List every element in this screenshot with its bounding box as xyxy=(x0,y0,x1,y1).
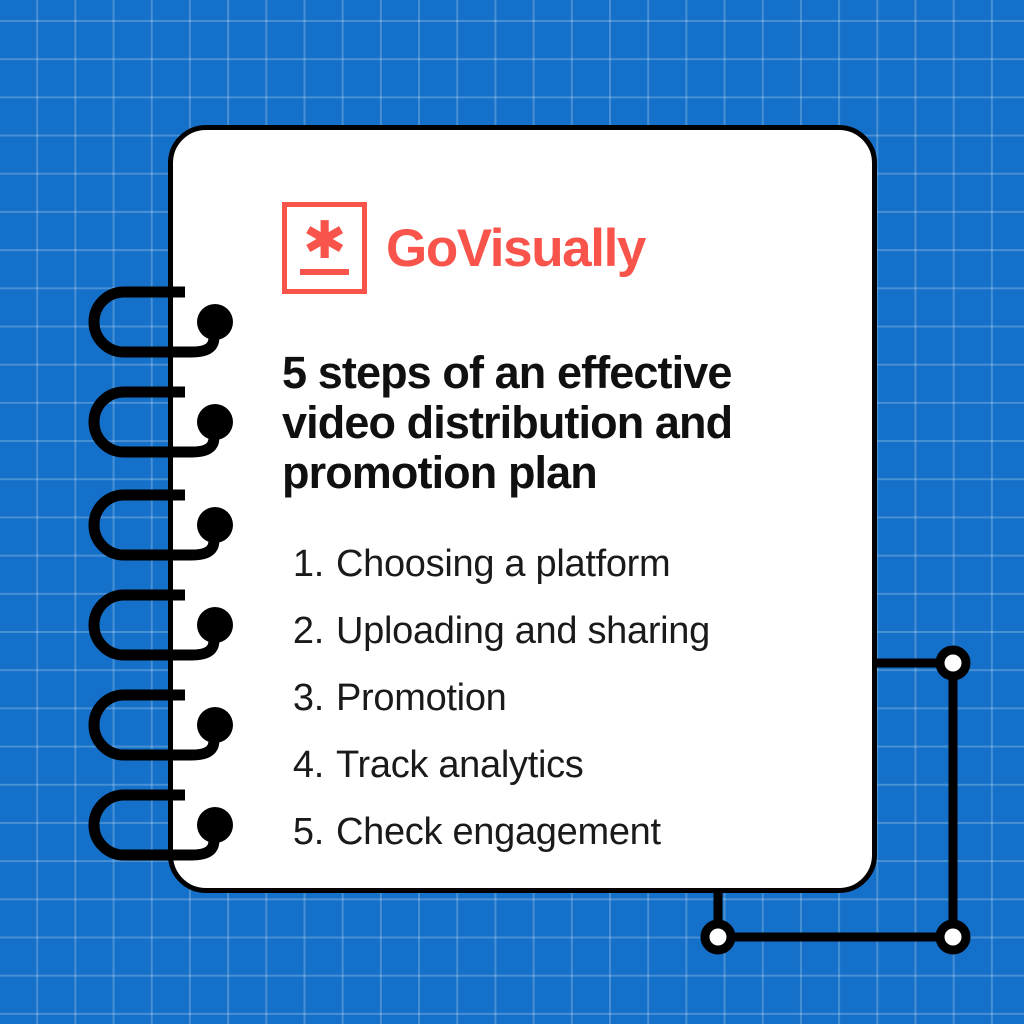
spiral-dot-3 xyxy=(197,507,233,543)
list-item-number: 3. xyxy=(292,677,324,719)
list-item: 2. Uploading and sharing xyxy=(282,609,842,653)
list-item: 4. Track analytics xyxy=(282,743,842,787)
list-item-label: Uploading and sharing xyxy=(336,610,710,652)
spiral-ring-1-loop xyxy=(88,286,185,358)
brand-lockup: ✱ GoVisually xyxy=(282,200,842,296)
spiral-ring-6-loop xyxy=(88,789,185,861)
spiral-dot-4 xyxy=(197,607,233,643)
list-item-label: Check engagement xyxy=(336,811,661,853)
spiral-dot-2 xyxy=(197,404,233,440)
list-item-label: Track analytics xyxy=(336,744,584,786)
connector-node-right-top[interactable] xyxy=(935,645,971,681)
logo-underline-bar xyxy=(300,269,349,275)
steps-list: 1. Choosing a platform 2. Uploading and … xyxy=(282,542,842,854)
spiral-ring-4-loop xyxy=(88,589,185,661)
spiral-dots xyxy=(197,304,233,843)
asterisk-glyph: ✱ xyxy=(302,211,347,271)
list-item-number: 1. xyxy=(292,543,324,585)
spiral-dot-5 xyxy=(197,707,233,743)
list-item-number: 5. xyxy=(292,811,324,853)
list-item-number: 2. xyxy=(292,610,324,652)
list-item: 5. Check engagement xyxy=(282,810,842,854)
spiral-dot-1 xyxy=(197,304,233,340)
list-item-number: 4. xyxy=(292,744,324,786)
brand-name: GoVisually xyxy=(386,218,646,278)
note-card-content: ✱ GoVisually 5 steps of an effective vid… xyxy=(282,200,842,877)
connector-node-bottom-left[interactable] xyxy=(700,919,736,955)
list-item: 3. Promotion xyxy=(282,676,842,720)
spiral-ring-5-loop xyxy=(88,689,185,761)
connector-node-right-bottom[interactable] xyxy=(935,919,971,955)
list-item-label: Choosing a platform xyxy=(336,543,671,585)
list-item: 1. Choosing a platform xyxy=(282,542,842,586)
note-card: ✱ GoVisually 5 steps of an effective vid… xyxy=(168,125,877,893)
spiral-dot-6 xyxy=(197,807,233,843)
asterisk-square-icon: ✱ xyxy=(282,202,367,294)
list-item-label: Promotion xyxy=(336,677,507,719)
spiral-ring-3-loop xyxy=(88,489,185,561)
spiral-ring-2-loop xyxy=(88,386,185,458)
page-title: 5 steps of an effective video distributi… xyxy=(282,347,733,498)
